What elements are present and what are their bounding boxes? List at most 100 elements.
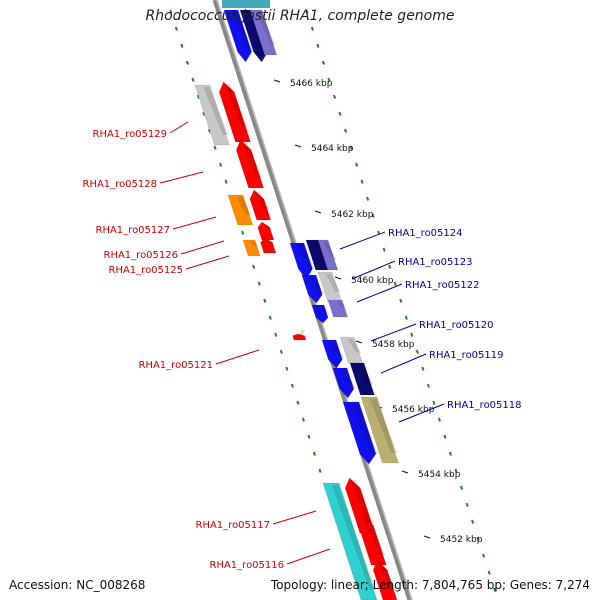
guide-dot <box>321 60 325 65</box>
gene-arrow <box>242 239 261 257</box>
guide-dot <box>285 366 289 371</box>
guide-dot <box>301 417 305 422</box>
gene-arrow-shade <box>256 12 276 45</box>
guide-dot <box>274 332 278 337</box>
gene-leader-line <box>380 353 427 374</box>
gene-label-reverse: RHA1_ro05117 <box>196 520 271 531</box>
guide-dot <box>312 451 317 456</box>
gene-arrow-shade <box>203 87 229 135</box>
guide-dot <box>268 315 272 320</box>
scale-tick-label: 5454 kbp <box>418 470 461 480</box>
guide-dot <box>399 298 403 303</box>
guide-dot <box>360 179 364 184</box>
gene-leader-line <box>180 240 225 255</box>
gene-leader-line <box>286 548 331 565</box>
guide-dot <box>327 77 331 82</box>
guide-dot <box>393 281 397 286</box>
gene-label-forward: RHA1_ro05120 <box>419 320 494 331</box>
gene-arrow <box>249 9 278 56</box>
gene-arrow-shade <box>347 339 362 353</box>
gene-leader-line <box>356 283 403 303</box>
accession-text: Accession: NC_008268 <box>9 578 146 592</box>
guide-dot <box>169 9 173 14</box>
guide-dot <box>202 111 206 116</box>
gene-arrow-shade <box>357 365 374 385</box>
genome-title: Rhodococcus jostii RHA1, complete genome <box>145 8 455 24</box>
guide-dot <box>465 502 469 507</box>
scale-tick <box>423 535 431 539</box>
gene-leader-line <box>351 260 396 280</box>
gene-label-reverse: RHA1_ro05127 <box>96 225 171 236</box>
scale-tick <box>314 210 322 214</box>
gene-arrow-shade <box>265 240 275 243</box>
gene-arrow <box>342 401 377 465</box>
gene-leader-line <box>370 323 417 342</box>
gene-arrow <box>372 559 398 600</box>
guide-dot <box>257 281 261 286</box>
guide-dot <box>296 400 300 405</box>
guide-dot <box>343 128 348 133</box>
guide-dot <box>493 587 497 592</box>
gene-arrow-shade <box>325 274 341 292</box>
gene-label-reverse: RHA1_ro05125 <box>109 265 184 276</box>
gene-arrow <box>223 9 252 63</box>
guide-dot <box>316 43 320 48</box>
guide-dot <box>366 196 370 201</box>
scale-tick <box>294 144 302 148</box>
gene-label-reverse: RHA1_ro05126 <box>104 250 179 261</box>
gene-arrow-shade <box>331 485 377 590</box>
gene-label-forward: RHA1_ro05124 <box>388 228 463 239</box>
gene-leader-line <box>185 255 230 270</box>
gene-label-forward: RHA1_ro05122 <box>405 280 480 291</box>
gene-leader-line <box>172 216 217 230</box>
gene-arrow-shade <box>224 84 250 132</box>
guide-dot <box>219 162 223 167</box>
gene-label-reverse: RHA1_ro05121 <box>139 360 214 371</box>
gene-arrow-shade <box>318 307 329 313</box>
guide-dot <box>460 485 464 490</box>
guide-dot <box>432 400 436 405</box>
guide-dot <box>382 247 386 252</box>
scale-tick <box>273 79 281 83</box>
guide-dot <box>180 43 184 48</box>
guide-dot <box>404 315 408 320</box>
gene-arrow <box>321 339 343 369</box>
gene-arrow-shade <box>262 224 273 230</box>
scale-tick-label: 5462 kbp <box>331 210 374 220</box>
gene-arrow <box>235 139 265 189</box>
gene-arrow-shade <box>297 245 315 269</box>
gene-leader-line <box>215 349 260 365</box>
guide-dot <box>415 349 419 354</box>
guide-dot <box>388 264 392 269</box>
guide-dot <box>191 77 195 82</box>
gene-arrow <box>289 242 313 280</box>
gene-arrow-shade <box>309 277 325 293</box>
gene-leader-line <box>169 121 189 134</box>
guide-dot <box>305 9 309 14</box>
guide-dot <box>448 451 453 456</box>
guide-dot <box>443 434 447 439</box>
scale-tick-label: 5456 kbp <box>392 405 435 415</box>
guide-dot <box>174 26 178 31</box>
guide-dot <box>207 128 212 133</box>
guide-dot <box>213 145 217 150</box>
guide-dot <box>471 519 475 524</box>
guide-dot <box>307 434 311 439</box>
guide-dot <box>279 349 283 354</box>
gene-arrow-shade <box>335 302 347 307</box>
guide-dot <box>252 264 256 269</box>
gene-arrow-shade <box>340 370 356 388</box>
gene-leader-line <box>398 403 445 423</box>
gene-arrow-shade <box>236 197 252 215</box>
gene-arrow <box>260 237 277 254</box>
guide-dot <box>185 60 189 65</box>
gene-arrows <box>194 0 399 600</box>
scale-tick-label: 5458 kbp <box>372 340 415 350</box>
gene-arrow <box>327 299 348 318</box>
scale-tick <box>334 276 342 280</box>
gene-label-reverse: RHA1_ro05128 <box>83 179 158 190</box>
gene-arrow <box>322 482 378 600</box>
gene-arrow-top-cut <box>222 0 270 8</box>
guide-dot <box>410 332 414 337</box>
